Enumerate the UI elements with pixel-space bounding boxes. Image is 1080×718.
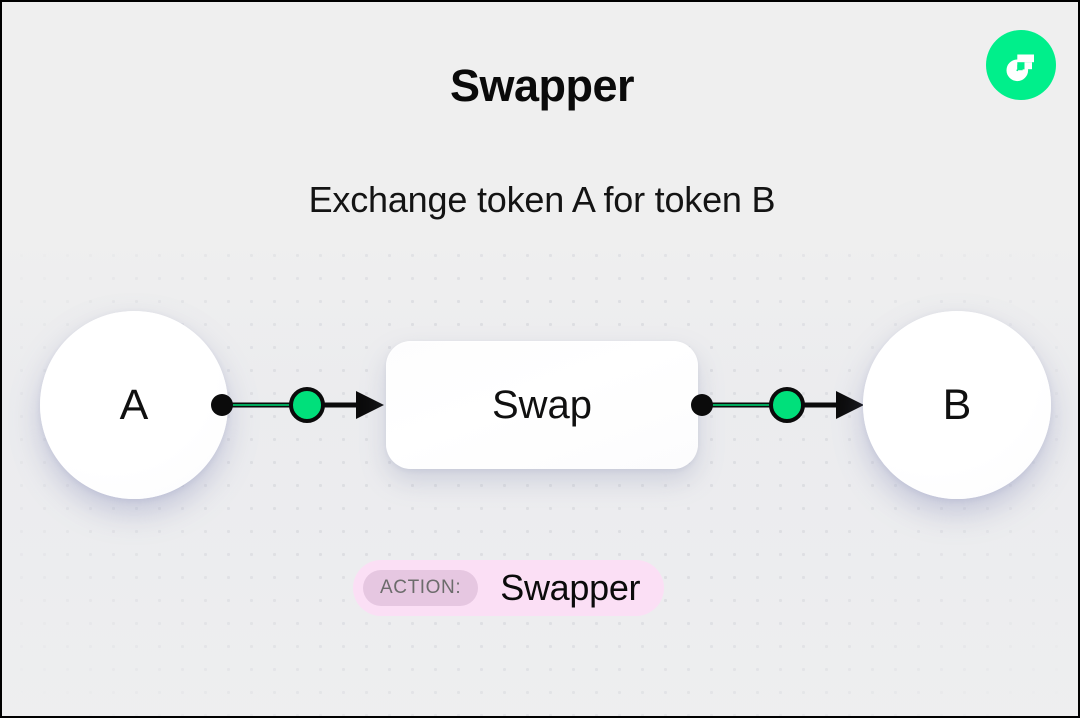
page-subtitle: Exchange token A for token B: [308, 179, 776, 220]
token-a-label: A: [119, 380, 149, 429]
flow-logo-icon[interactable]: [986, 30, 1056, 100]
connector-a-to-swap[interactable]: [208, 384, 388, 426]
swap-process-node[interactable]: Swap: [386, 341, 698, 469]
action-chip-label: ACTION:: [363, 570, 479, 606]
token-a-node[interactable]: A: [40, 311, 228, 499]
action-badge[interactable]: ACTION: Swapper: [353, 560, 665, 616]
page-title: Swapper: [449, 60, 635, 111]
swap-label: Swap: [491, 382, 593, 427]
token-b-node[interactable]: B: [863, 311, 1051, 499]
connector-swap-to-b[interactable]: [688, 384, 868, 426]
token-b-label: B: [942, 380, 972, 429]
action-value: Swapper: [500, 567, 641, 608]
